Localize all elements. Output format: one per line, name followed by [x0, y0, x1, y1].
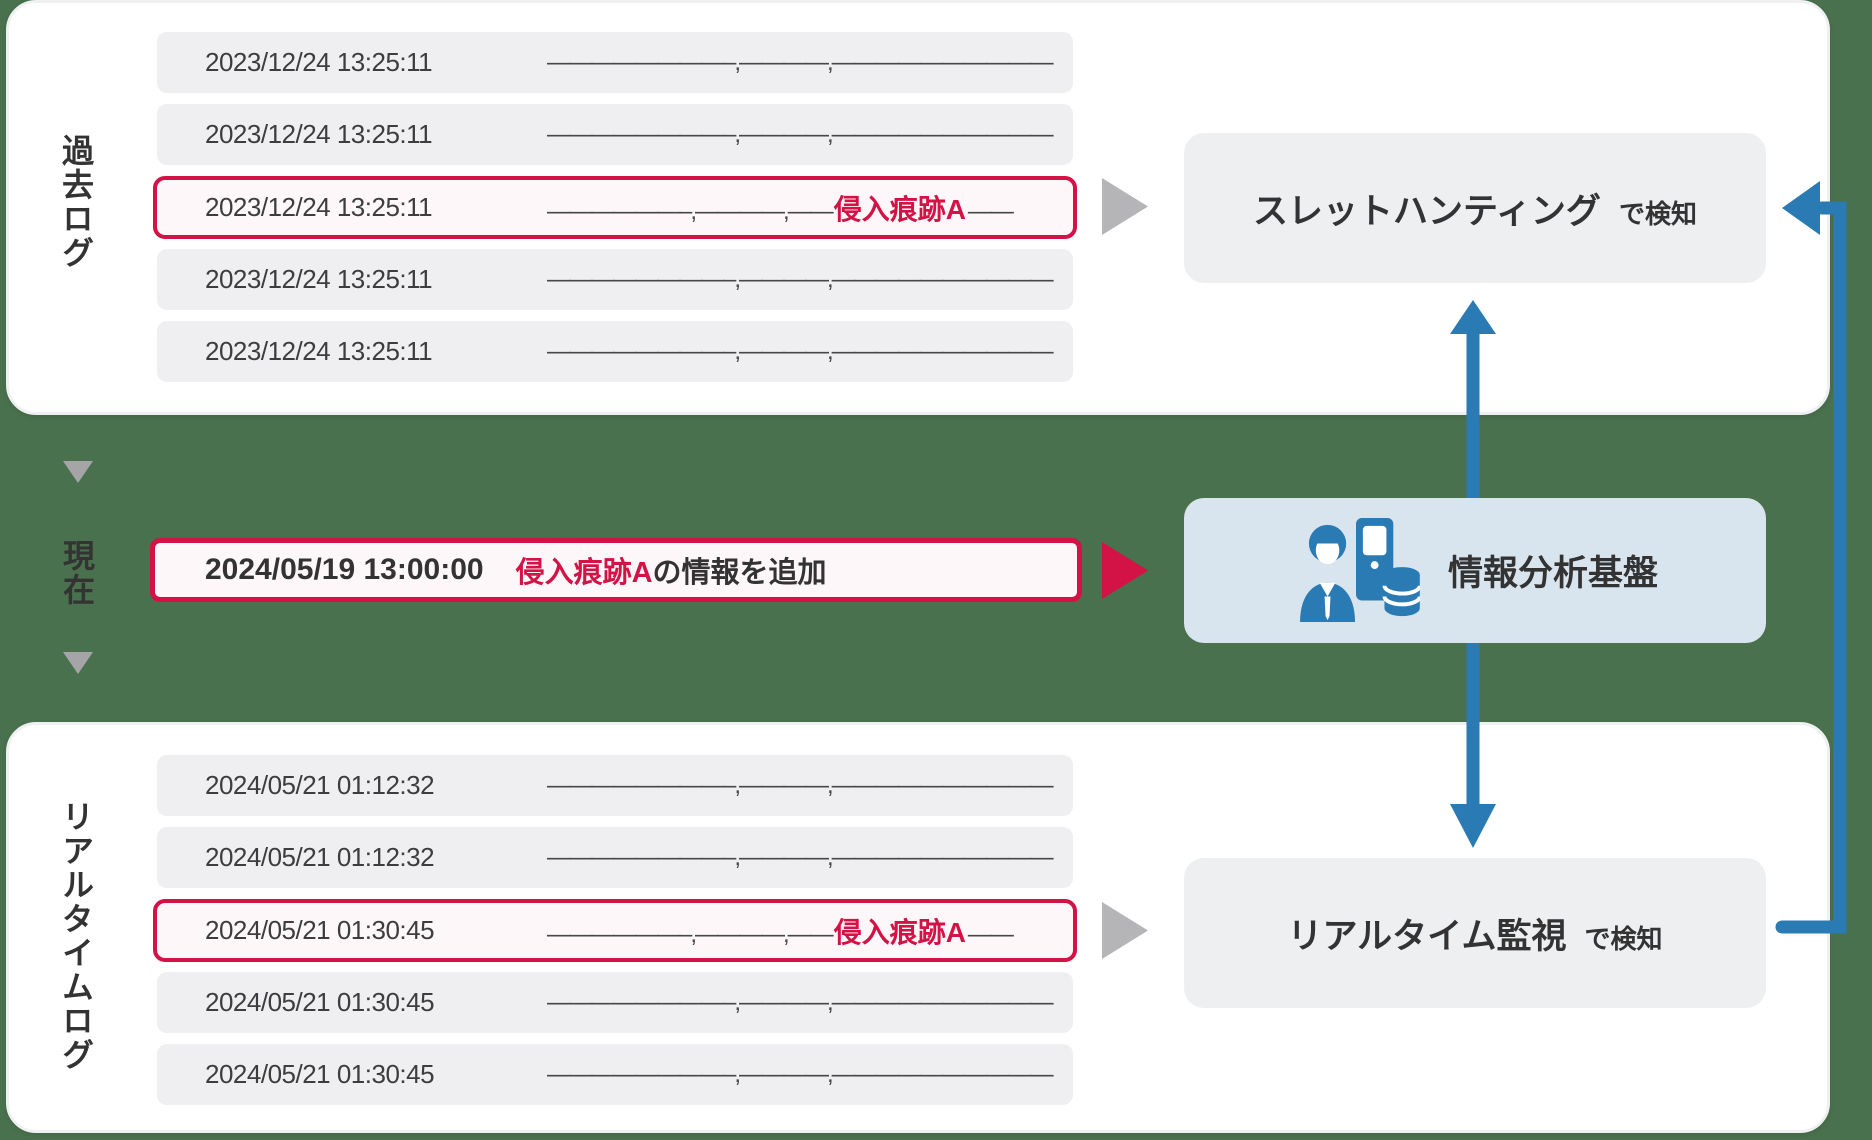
log-timestamp: 2024/05/21 01:30:45 [205, 987, 435, 1017]
log-timestamp: 2024/05/19 13:00:00 [205, 553, 484, 586]
log-row: 2024/05/21 01:12:32 ————————–,————,—————… [157, 755, 1073, 816]
timeline-down-triangle-icon [63, 652, 93, 674]
log-row-highlighted: 2023/12/24 13:25:11 ——————–,————,——侵入痕跡A… [153, 176, 1077, 239]
present-log-text: 侵入痕跡Aの情報を追加 [515, 557, 827, 589]
threat-hunting-title: スレットハンティング [1253, 191, 1601, 231]
detect-suffix: で検知 [1618, 198, 1697, 229]
log-timestamp: 2023/12/24 13:25:11 [205, 264, 433, 294]
timeline-down-triangle-icon [63, 461, 93, 483]
log-dashes: ————————–,————,—————————— [547, 48, 1054, 76]
past-log-label: 過去ログ [58, 134, 94, 270]
log-timestamp: 2024/05/21 01:12:32 [205, 770, 435, 800]
intrusion-trace-label: 侵入痕跡A [833, 193, 966, 225]
log-row: 2024/05/21 01:30:45 ————————–,————,—————… [157, 1044, 1073, 1105]
intrusion-trace-label: 侵入痕跡A [515, 557, 653, 589]
log-dashes: ————————–,————,—————————— [547, 120, 1054, 148]
analyst-database-icon [1300, 517, 1420, 622]
log-row: 2024/05/21 01:30:45 ————————–,————,—————… [157, 972, 1073, 1033]
log-row: 2023/12/24 13:25:11 ————————–,————,—————… [157, 104, 1073, 165]
log-timestamp: 2024/05/21 01:12:32 [205, 842, 435, 872]
log-row: 2023/12/24 13:25:11 ————————–,————,—————… [157, 249, 1073, 310]
log-timestamp: 2023/12/24 13:25:11 [205, 47, 433, 77]
log-dashes: ——————–,————,——侵入痕跡A—— [547, 916, 1014, 948]
log-dashes: ————————–,————,—————————— [547, 1060, 1054, 1088]
past-log-rows: 2023/12/24 13:25:11 ————————–,————,—————… [153, 32, 1077, 382]
log-timestamp: 2023/12/24 13:25:11 [205, 336, 433, 366]
log-dashes: ————————–,————,—————————— [547, 265, 1054, 293]
detect-suffix: で検知 [1584, 923, 1663, 954]
log-dashes: ————————–,————,—————————— [547, 771, 1054, 799]
log-row-highlighted: 2024/05/21 01:30:45 ——————–,————,——侵入痕跡A… [153, 899, 1077, 962]
present-log-row: 2024/05/19 13:00:00 侵入痕跡Aの情報を追加 [150, 538, 1082, 602]
present-label: 現在 [59, 539, 95, 607]
log-timestamp: 2024/05/21 01:30:45 [205, 1059, 435, 1089]
log-dashes: ————————–,————,—————————— [547, 843, 1054, 871]
log-timestamp: 2023/12/24 13:25:11 [205, 119, 433, 149]
log-timestamp: 2024/05/21 01:30:45 [205, 915, 435, 945]
realtime-monitor-title: リアルタイム監視 [1287, 916, 1567, 956]
log-timestamp: 2023/12/24 13:25:11 [205, 192, 433, 222]
info-analysis-platform-box: 情報分析基盤 [1184, 498, 1766, 643]
log-dashes: ————————–,————,—————————— [547, 337, 1054, 365]
intrusion-trace-label: 侵入痕跡A [833, 916, 966, 948]
flow-arrow-right-red-icon [1102, 542, 1148, 599]
log-row: 2023/12/24 13:25:11 ————————–,————,—————… [157, 32, 1073, 93]
log-dashes: ——————–,————,——侵入痕跡A—— [547, 193, 1014, 225]
log-dashes: ————————–,————,—————————— [547, 988, 1054, 1016]
realtime-log-label: リアルタイムログ [58, 800, 94, 1072]
threat-hunting-box: スレットハンティング で検知 [1184, 133, 1766, 283]
log-row: 2023/12/24 13:25:11 ————————–,————,—————… [157, 321, 1073, 382]
realtime-log-rows: 2024/05/21 01:12:32 ————————–,————,—————… [153, 755, 1077, 1105]
platform-title: 情報分析基盤 [1447, 554, 1658, 593]
log-row: 2024/05/21 01:12:32 ————————–,————,—————… [157, 827, 1073, 888]
realtime-monitor-box: リアルタイム監視 で検知 [1184, 858, 1766, 1008]
